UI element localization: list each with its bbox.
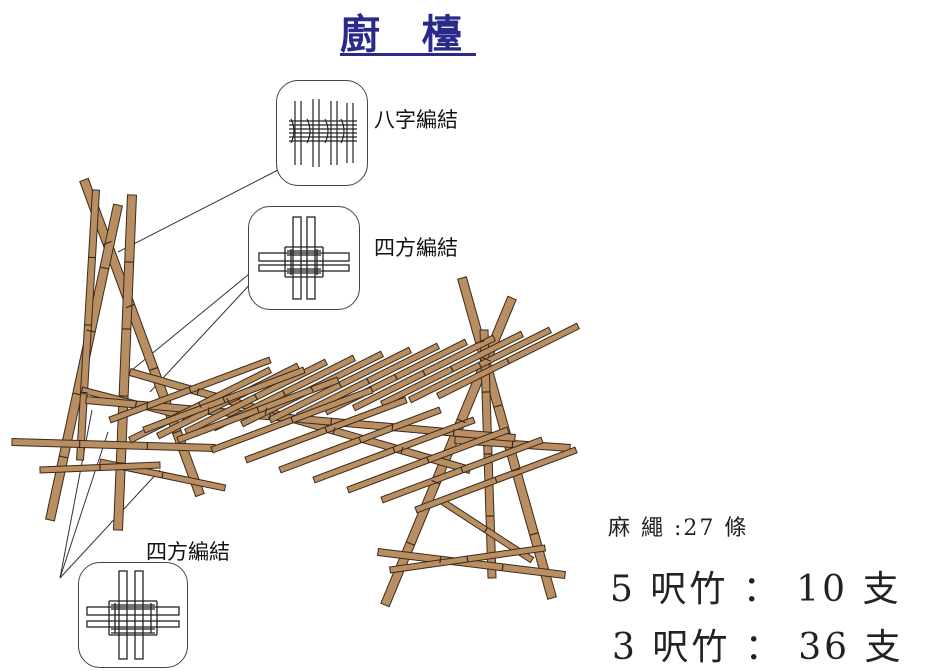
square-lashing-detail-top — [248, 206, 360, 310]
figure-eight-lashing-icon — [277, 81, 367, 185]
rope-count: 麻 繩 :27 條 — [608, 510, 748, 542]
bamboo-5ft-count: 5 呎竹 ： 10 支 — [610, 560, 902, 612]
bamboo-3ft-count: 3 呎竹 ： 36 支 — [612, 618, 904, 670]
square-lashing-detail-bottom — [78, 562, 188, 668]
square-lashing-bottom-icon — [79, 563, 187, 667]
bamboo-node — [208, 407, 209, 414]
bamboo-node — [147, 402, 148, 409]
square-lashing-label-top: 四方編結 — [374, 232, 458, 262]
bamboo-node — [331, 418, 332, 425]
square-lashing-top-icon — [249, 207, 359, 309]
bamboo-node — [467, 556, 468, 562]
bamboo-node — [392, 424, 393, 431]
bamboo-node — [270, 413, 271, 420]
figure-eight-lashing-label: 八字編結 — [374, 104, 458, 134]
square-lashing-label-bottom: 四方編結 — [146, 536, 230, 566]
bamboo-node — [502, 564, 503, 571]
bamboo-node — [440, 556, 441, 563]
figure-eight-lashing-detail — [276, 80, 368, 186]
bamboo-node — [453, 429, 454, 436]
bamboo-pole — [114, 195, 137, 530]
